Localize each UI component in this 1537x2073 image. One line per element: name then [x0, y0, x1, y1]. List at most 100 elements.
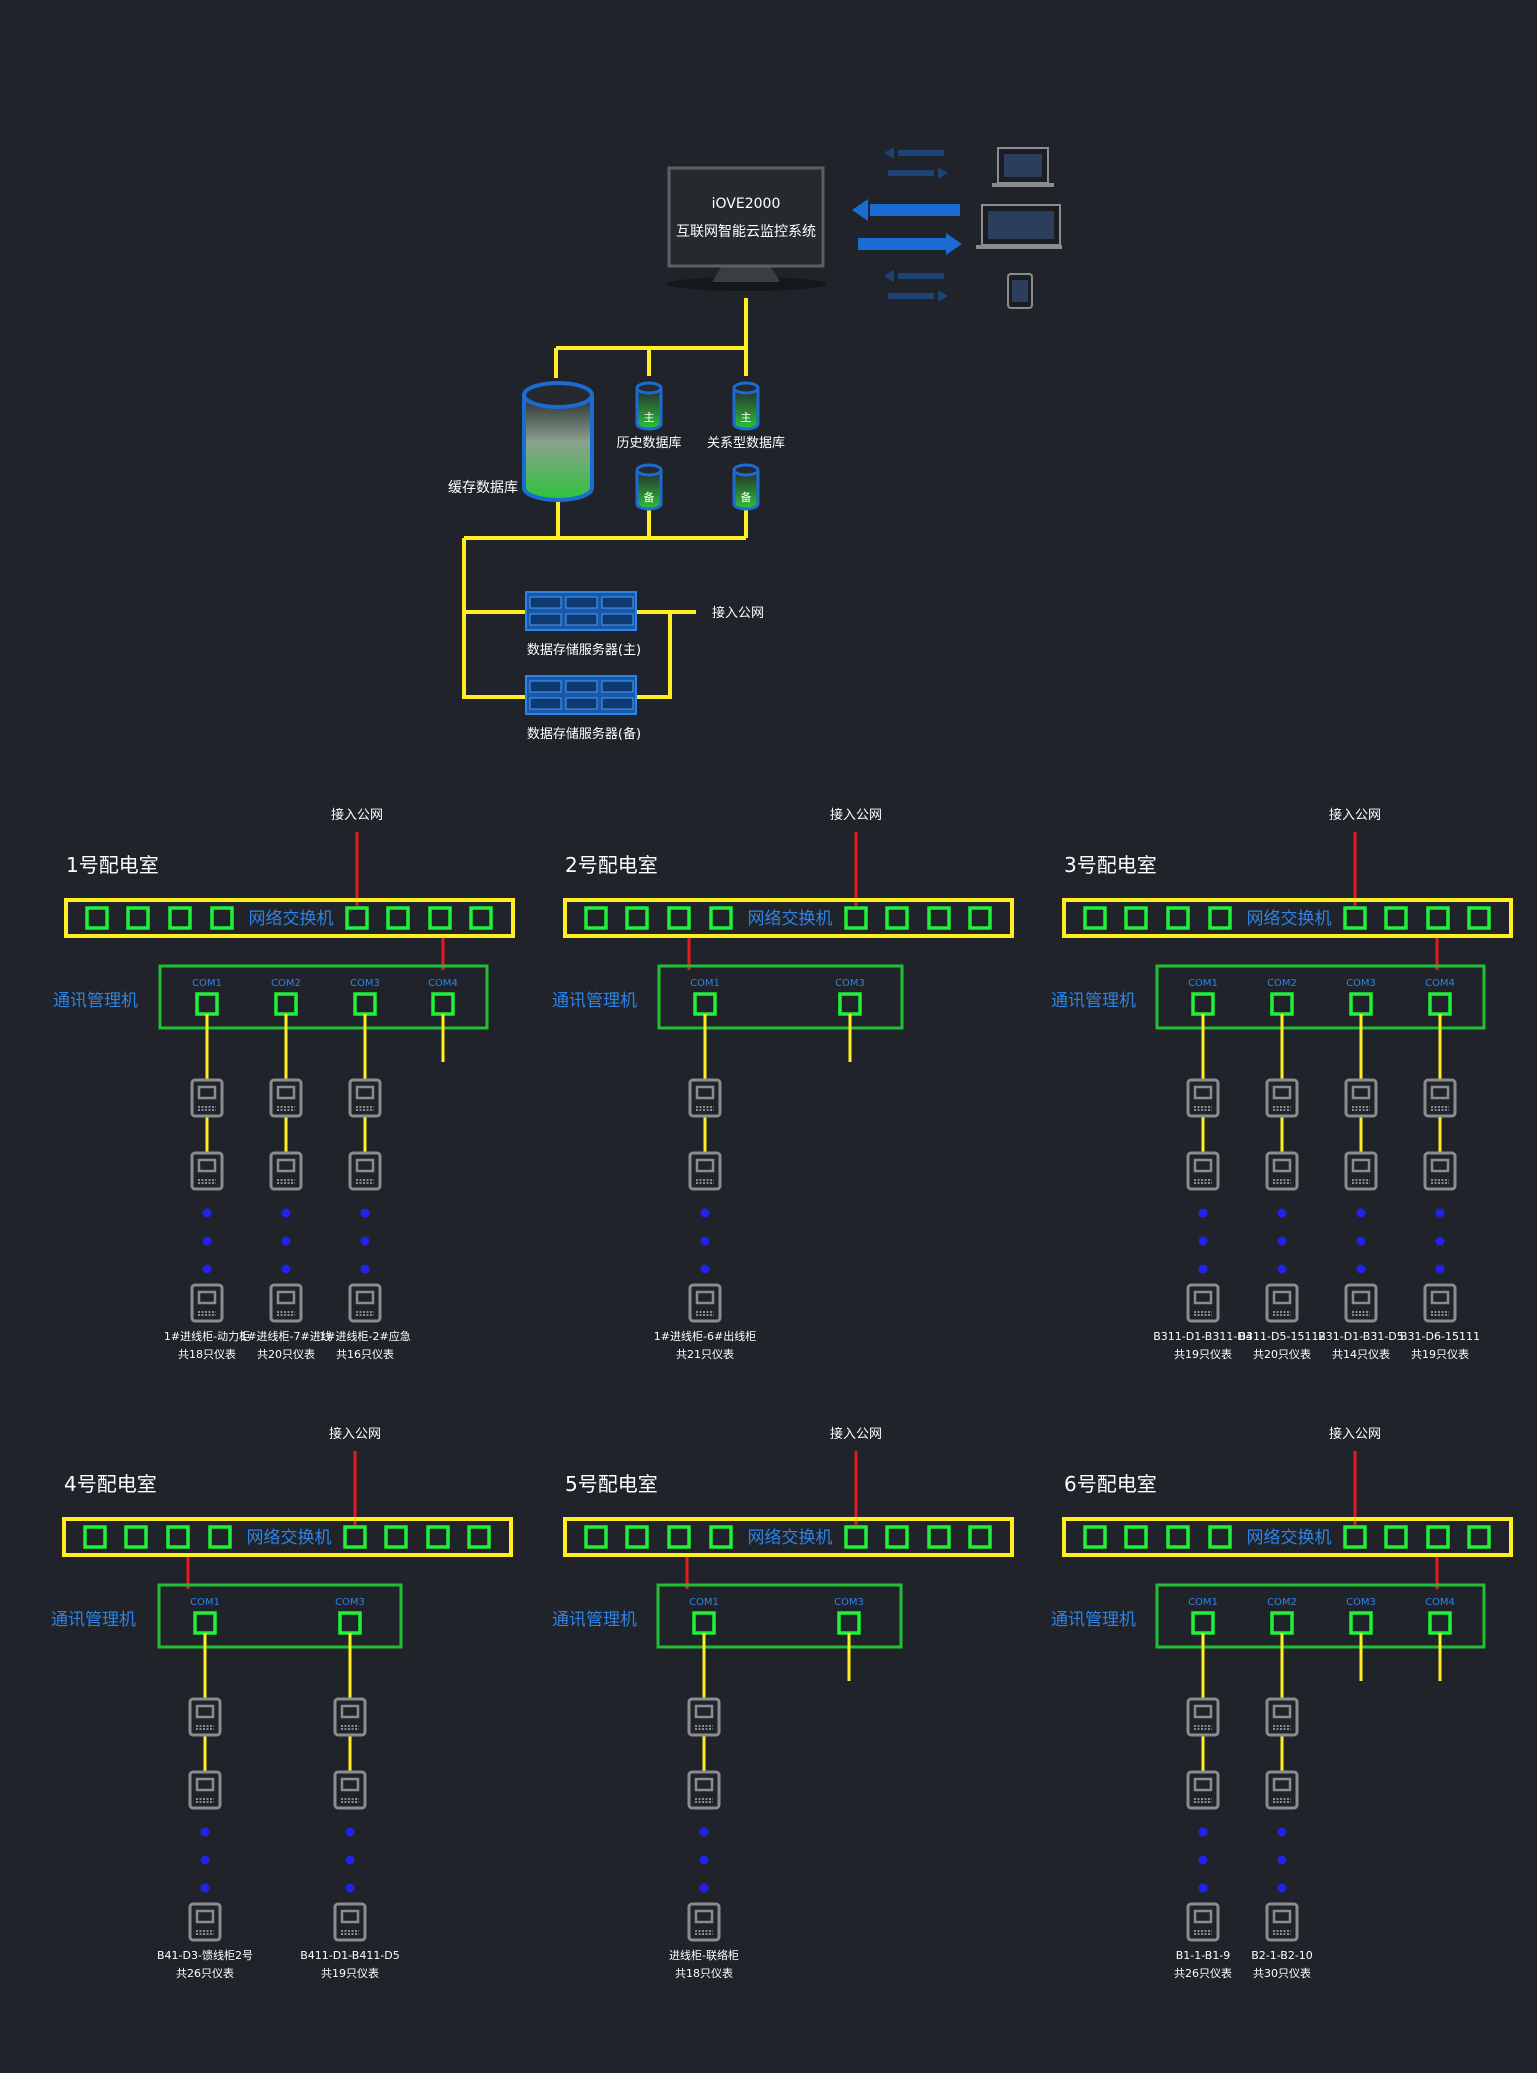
com-port-label: COM2: [1267, 1597, 1297, 1608]
com-port-label: COM1: [190, 1597, 220, 1608]
history-db-main-icon: 主: [637, 383, 661, 429]
manager-label: 通讯管理机: [53, 991, 138, 1011]
switch-port: [1469, 1527, 1489, 1547]
network-switch: 网络交换机: [1064, 900, 1511, 936]
distribution-room-6: 6号配电室接入公网网络交换机通讯管理机COM1COM2COM3COM4B1-1-…: [1051, 1426, 1511, 1980]
switch-port: [846, 1527, 866, 1547]
meter-icon: [350, 1285, 380, 1321]
manager-label: 通讯管理机: [1051, 1610, 1136, 1630]
continuation-dot: [700, 1828, 709, 1837]
chain-range-label: B2-1-B2-10: [1251, 1949, 1313, 1962]
meter-icon: [1188, 1153, 1218, 1189]
chain-range-label: B1-1-B1-9: [1176, 1949, 1231, 1962]
continuation-dot: [203, 1237, 212, 1246]
continuation-dot: [701, 1209, 710, 1218]
room-title: 2号配电室: [565, 853, 658, 877]
comm-manager: 通讯管理机COM1COM2COM3COM4: [53, 966, 487, 1028]
continuation-dot: [1436, 1237, 1445, 1246]
com-port-label: COM3: [1346, 978, 1376, 989]
chain-range-label: 1#进线柜-动力柜: [164, 1329, 250, 1343]
meter-icon: [335, 1772, 365, 1808]
switch-port: [1428, 908, 1448, 928]
monitor: iOVE2000 互联网智能云监控系统: [666, 168, 826, 291]
continuation-dot: [1199, 1209, 1208, 1218]
switch-port: [1126, 908, 1146, 928]
distribution-room-2: 2号配电室接入公网网络交换机通讯管理机COM1COM31#进线柜-6#出线柜共2…: [552, 807, 1012, 1361]
chain-range-label: B411-D1-B411-D5: [300, 1949, 400, 1962]
switch-port: [1210, 908, 1230, 928]
switch-port: [586, 1527, 606, 1547]
continuation-dot: [1278, 1265, 1287, 1274]
switch-port: [428, 1527, 448, 1547]
com-port: [1351, 1613, 1371, 1633]
com-port-label: COM1: [690, 978, 720, 989]
room-title: 6号配电室: [1064, 1472, 1157, 1496]
switch-port: [1345, 1527, 1365, 1547]
chain-count-label: 共19只仪表: [1411, 1347, 1469, 1361]
continuation-dot: [361, 1237, 370, 1246]
meter-icon: [192, 1080, 222, 1116]
continuation-dot: [282, 1237, 291, 1246]
com-port: [695, 994, 715, 1014]
continuation-dot: [361, 1209, 370, 1218]
com-port-label: COM1: [1188, 978, 1218, 989]
switch-label: 网络交换机: [249, 909, 334, 929]
chain-count-label: 共18只仪表: [675, 1966, 733, 1980]
switch-port: [469, 1527, 489, 1547]
com-port: [1351, 994, 1371, 1014]
distribution-room-4: 4号配电室接入公网网络交换机通讯管理机COM1COM3B41-D3-馈线柜2号共…: [51, 1426, 511, 1980]
com-port: [340, 1613, 360, 1633]
com-port: [840, 994, 860, 1014]
switch-port: [627, 1527, 647, 1547]
com-port-label: COM1: [1188, 1597, 1218, 1608]
switch-label: 网络交换机: [1247, 909, 1332, 929]
switch-port: [471, 908, 491, 928]
continuation-dot: [700, 1884, 709, 1893]
meter-icon: [1188, 1904, 1218, 1940]
com-port: [1430, 994, 1450, 1014]
tablet-icon: [1008, 274, 1032, 308]
continuation-dot: [201, 1828, 210, 1837]
desktop-icon: [976, 205, 1062, 249]
continuation-dot: [1357, 1209, 1366, 1218]
continuation-dot: [1436, 1209, 1445, 1218]
com-port: [1272, 994, 1292, 1014]
switch-label: 网络交换机: [1247, 1528, 1332, 1548]
continuation-dot: [1199, 1884, 1208, 1893]
meter-icon: [271, 1285, 301, 1321]
relational-db-main-badge: 主: [741, 411, 752, 424]
continuation-dot: [701, 1265, 710, 1274]
meter-icon: [1267, 1153, 1297, 1189]
continuation-dot: [700, 1856, 709, 1865]
continuation-dot: [282, 1265, 291, 1274]
switch-port: [627, 908, 647, 928]
chain-count-label: 共14只仪表: [1332, 1347, 1390, 1361]
meter-icon: [1346, 1153, 1376, 1189]
manager-label: 通讯管理机: [552, 991, 637, 1011]
chain-range-label: B31-D1-B31-D5: [1318, 1330, 1404, 1343]
distribution-room-5: 5号配电室接入公网网络交换机通讯管理机COM1COM3进线柜-联络柜共18只仪表: [552, 1426, 1012, 1980]
com-port-label: COM1: [689, 1597, 719, 1608]
switch-port: [85, 1527, 105, 1547]
continuation-dot: [201, 1884, 210, 1893]
network-switch: 网络交换机: [64, 1519, 511, 1555]
continuation-dot: [1278, 1884, 1287, 1893]
chain-range-label: 1#进线柜-7#进线: [240, 1329, 331, 1343]
switch-label: 网络交换机: [748, 1528, 833, 1548]
continuation-dot: [701, 1237, 710, 1246]
storage-server-backup-icon: [526, 676, 636, 714]
com-port-label: COM3: [834, 1597, 864, 1608]
switch-label: 网络交换机: [247, 1528, 332, 1548]
meter-icon: [1267, 1772, 1297, 1808]
chain-count-label: 共19只仪表: [1174, 1347, 1232, 1361]
relational-db-backup-icon: 备: [734, 465, 758, 509]
meter-icon: [335, 1699, 365, 1735]
switch-port: [1126, 1527, 1146, 1547]
switch-port: [1428, 1527, 1448, 1547]
continuation-dot: [1357, 1237, 1366, 1246]
chain-range-label: B31-D6-15111: [1400, 1330, 1480, 1343]
chain-range-label: B311-D5-15112: [1239, 1330, 1326, 1343]
meter-icon: [1267, 1285, 1297, 1321]
network-switch: 网络交换机: [565, 1519, 1012, 1555]
com-port: [197, 994, 217, 1014]
